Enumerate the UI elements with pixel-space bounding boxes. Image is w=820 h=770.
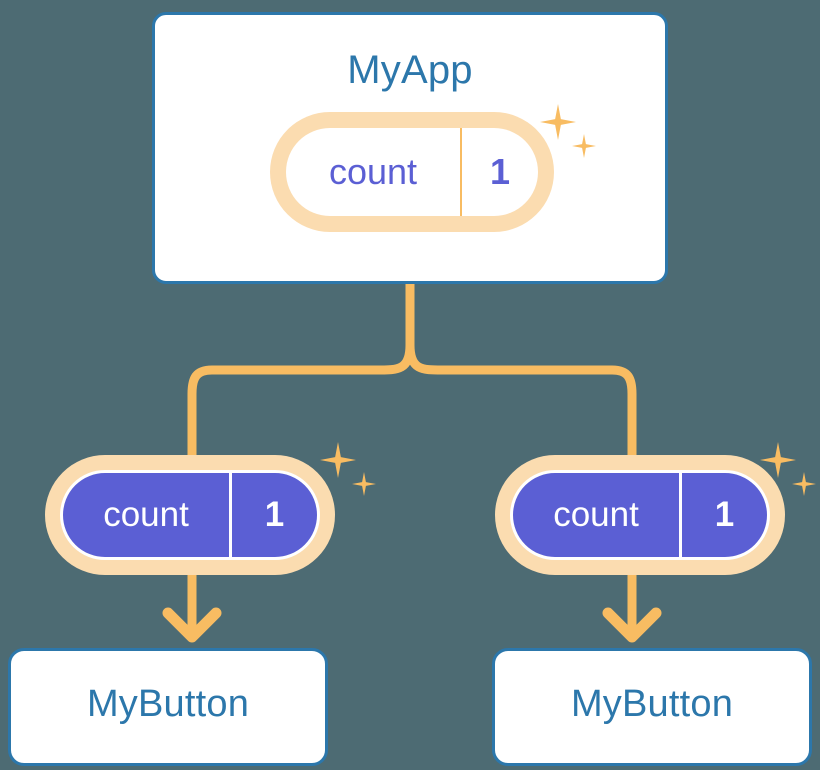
connector-branch-right bbox=[405, 340, 637, 475]
page-title: MyApp bbox=[347, 48, 473, 92]
state-pill-root[interactable]: count 1 bbox=[270, 112, 554, 232]
state-pill-child-right[interactable]: count 1 bbox=[495, 455, 785, 575]
sparkle-icon-large bbox=[320, 442, 356, 478]
state-value-label: 1 bbox=[714, 495, 735, 534]
state-pill-child-left-body: count 1 bbox=[60, 470, 320, 560]
state-value-label: 1 bbox=[489, 151, 511, 192]
state-key-label: count bbox=[513, 473, 682, 557]
sparkle-icon-small bbox=[352, 472, 376, 496]
arrow-right bbox=[602, 563, 662, 643]
component-card-title: MyButton bbox=[86, 683, 250, 725]
component-card-mybutton-left[interactable]: MyButton bbox=[8, 648, 328, 766]
connector-branch-left bbox=[187, 340, 415, 475]
arrow-left bbox=[162, 563, 222, 643]
component-card-title: MyButton bbox=[570, 683, 734, 725]
sparkle-icon-small bbox=[792, 472, 816, 496]
component-card-mybutton-right[interactable]: MyButton bbox=[492, 648, 812, 766]
state-key-label: count bbox=[286, 128, 462, 216]
state-pill-child-right-body: count 1 bbox=[510, 470, 770, 560]
state-key-label: count bbox=[63, 473, 232, 557]
state-pill-root-body: count 1 bbox=[286, 128, 538, 216]
state-value-label: 1 bbox=[264, 495, 285, 534]
state-pill-child-left[interactable]: count 1 bbox=[45, 455, 335, 575]
